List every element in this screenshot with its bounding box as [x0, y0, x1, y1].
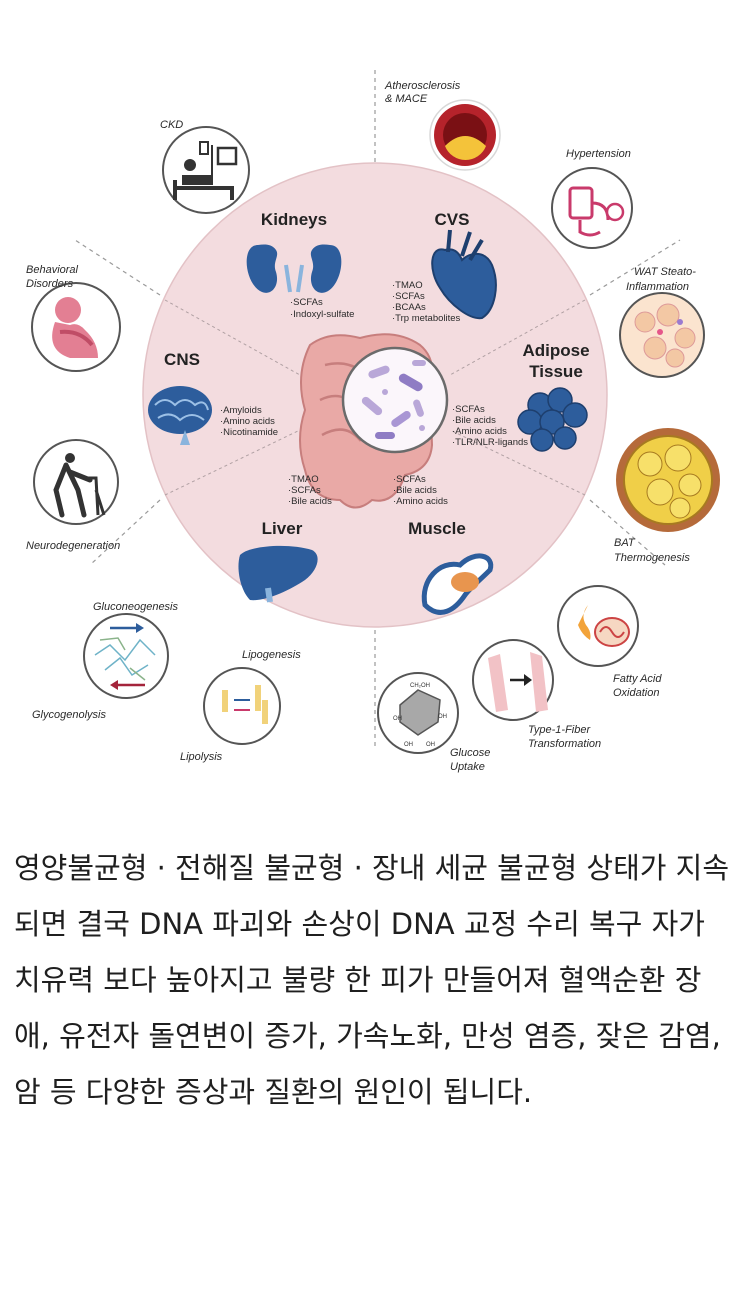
kidneys-icon [246, 244, 342, 293]
label-wat-line2: Inflammation [626, 281, 689, 293]
svg-text:CH₂OH: CH₂OH [410, 683, 430, 689]
svg-text:·Amyloids: ·Amyloids [220, 405, 262, 416]
organ-title-adipose-line2: Tissue [529, 362, 583, 381]
flexed-arm-icon [421, 553, 494, 615]
metabolites-liver: ·TMAO ·SCFAs ·Bile acids [288, 474, 332, 507]
white-adipose-icon [619, 292, 705, 378]
label-neurodegeneration: Neurodegeneration [26, 540, 120, 552]
metabolites-cns: ·Amyloids ·Amino acids ·Nicotinamide [220, 405, 278, 438]
label-lipogenesis: Lipogenesis [242, 649, 301, 661]
svg-text:OH: OH [438, 714, 447, 720]
organ-title-cvs: CVS [435, 210, 470, 229]
metabolites-cvs: ·TMAO ·SCFAs ·BCAAs ·Trp metabolites [392, 280, 461, 324]
label-gluconeogenesis: Gluconeogenesis [93, 601, 179, 613]
article-paragraph: 영양불균형 · 전해질 불균형 · 장내 세균 불균형 상태가 지속되면 결국 … [14, 851, 730, 1109]
svg-text:·TMAO: ·TMAO [288, 474, 319, 485]
svg-text:·Nicotinamide: ·Nicotinamide [220, 427, 278, 438]
svg-text:·Amino acids: ·Amino acids [220, 416, 275, 427]
svg-text:·BCAAs: ·BCAAs [392, 302, 426, 313]
svg-text:·Bile acids: ·Bile acids [288, 496, 332, 507]
organ-title-cns: CNS [164, 350, 200, 369]
svg-text:·SCFAs: ·SCFAs [392, 291, 425, 302]
metabolites-kidneys: ·SCFAs ·Indoxyl-sulfate [290, 297, 354, 320]
intestine-illustration [299, 333, 449, 509]
label-behavioral-line1: Behavioral [26, 264, 79, 276]
lipid-icon [203, 667, 281, 745]
organ-title-liver: Liver [262, 519, 303, 538]
glucose-molecule-icon: CH₂OH OH OH OH OH [377, 672, 459, 754]
muscle-fiber-icon [472, 639, 554, 721]
organ-title-muscle: Muscle [408, 519, 466, 538]
label-glucose-line1: Glucose [450, 747, 490, 759]
label-fatty-acid-line2: Oxidation [613, 687, 659, 699]
mitochondria-icon [557, 585, 639, 667]
label-bat-line2: Thermogenesis [614, 552, 690, 564]
svg-text:·Bile acids: ·Bile acids [393, 485, 437, 496]
svg-text:·SCFAs: ·SCFAs [290, 297, 323, 308]
svg-text:·Indoxyl-sulfate: ·Indoxyl-sulfate [290, 309, 354, 320]
label-behavioral-line2: Disorders [26, 278, 74, 290]
svg-text:·TMAO: ·TMAO [392, 280, 423, 291]
elderly-walker-icon [33, 439, 119, 525]
distressed-person-icon [31, 282, 121, 372]
gut-organ-axis-diagram: Kidneys CVS CNS Adipose Tissue Liver Mus… [26, 70, 720, 773]
label-atherosclerosis-line1: Atherosclerosis [384, 80, 461, 92]
label-lipolysis: Lipolysis [180, 751, 223, 763]
label-ckd: CKD [160, 119, 183, 131]
svg-text:·Amino acids: ·Amino acids [452, 426, 507, 437]
label-wat-line1: WAT Steato- [634, 266, 696, 278]
label-fatty-acid-line1: Fatty Acid [613, 673, 662, 685]
glycogen-icon [83, 613, 169, 699]
brown-adipose-icon [616, 428, 720, 532]
brain-icon [148, 386, 212, 445]
liver-icon [238, 545, 318, 603]
svg-text:·Trp metabolites: ·Trp metabolites [392, 313, 461, 324]
atherosclerosis-icon [429, 99, 501, 171]
adipose-cells-icon [517, 387, 588, 452]
dialysis-bed-icon [162, 126, 250, 214]
organ-title-kidneys: Kidneys [261, 210, 327, 229]
microbiome-lens [341, 346, 449, 454]
svg-text:·Amino acids: ·Amino acids [393, 496, 448, 507]
svg-text:·SCFAs: ·SCFAs [393, 474, 426, 485]
label-atherosclerosis-line2: & MACE [385, 93, 428, 105]
svg-text:·Bile acids: ·Bile acids [452, 415, 496, 426]
svg-text:·SCFAs: ·SCFAs [288, 485, 321, 496]
svg-text:·SCFAs: ·SCFAs [452, 404, 485, 415]
label-hypertension: Hypertension [566, 148, 631, 160]
label-type1-line2: Transformation [528, 738, 601, 750]
svg-text:OH: OH [426, 742, 435, 748]
metabolites-muscle: ·SCFAs ·Bile acids ·Amino acids [393, 474, 448, 507]
svg-text:OH: OH [393, 716, 402, 722]
svg-text:OH: OH [404, 742, 413, 748]
label-bat-line1: BAT [614, 537, 636, 549]
blood-pressure-icon [551, 167, 633, 249]
svg-text:·TLR/NLR-ligands: ·TLR/NLR-ligands [452, 437, 528, 448]
heart-icon [431, 229, 497, 320]
metabolites-adipose: ·SCFAs ·Bile acids ·Amino acids ·TLR/NLR… [452, 404, 528, 448]
label-type1-line1: Type-1-Fiber [528, 724, 591, 736]
label-glycogenolysis: Glycogenolysis [32, 709, 106, 721]
organ-title-adipose-line1: Adipose [522, 341, 589, 360]
label-glucose-line2: Uptake [450, 761, 485, 773]
